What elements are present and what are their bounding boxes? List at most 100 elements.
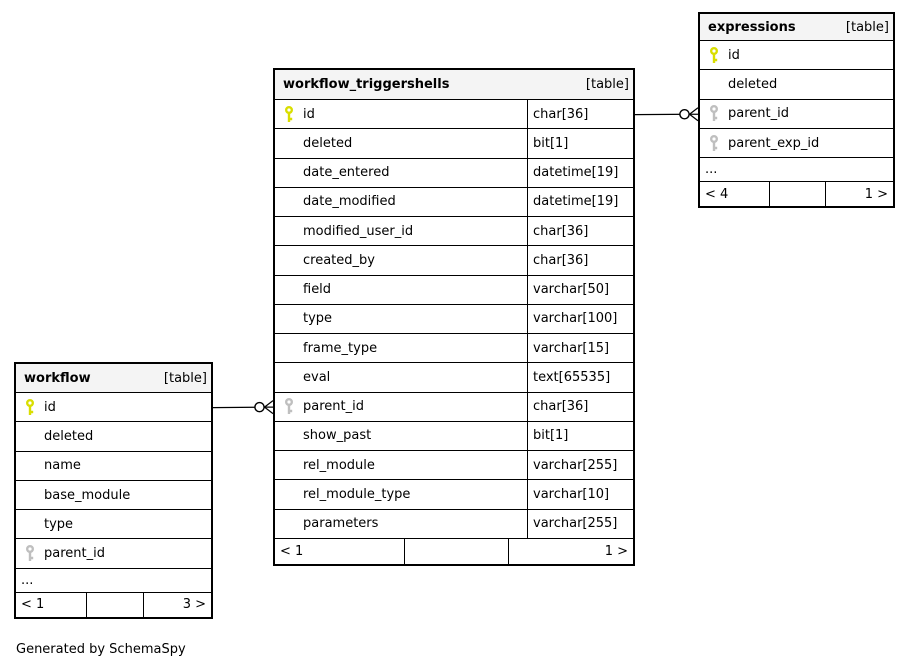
- column-name-cell: modified_user_id: [275, 217, 527, 245]
- footer-middle-cell: [86, 592, 143, 617]
- zero-circle-marker: [254, 401, 265, 413]
- column-name: date_entered: [303, 165, 390, 181]
- key-icon-slot: [709, 105, 719, 122]
- column-name-cell: parent_id: [700, 100, 893, 128]
- column-name-cell: deleted: [16, 422, 211, 450]
- column-name-cell: rel_module_type: [275, 480, 527, 508]
- relationship-workflow-id-to-workflow_triggershells-parent_id: [212, 400, 274, 415]
- column-name-cell: rel_module: [275, 451, 527, 479]
- column-type: varchar[10]: [527, 480, 633, 509]
- primary-key-icon: [285, 105, 293, 122]
- table-header: workflow[table]: [16, 364, 211, 393]
- column-type: char[36]: [527, 392, 633, 421]
- column-name: type: [44, 516, 74, 532]
- ellipsis-row: ...: [700, 158, 893, 183]
- column-name: base_module: [44, 487, 131, 503]
- key-icon-slot: [284, 105, 294, 123]
- column-type: varchar[50]: [527, 275, 633, 304]
- foreign-key-icon: [710, 105, 718, 122]
- table-title[interactable]: workflow: [24, 370, 91, 386]
- footer-next-count: 1 >: [507, 538, 633, 564]
- footer-prev-count: < 1: [21, 597, 45, 613]
- primary-key-icon: [710, 46, 718, 63]
- column-name: id: [44, 399, 56, 415]
- column-type: varchar[255]: [527, 509, 633, 538]
- column-row-id: id: [16, 393, 211, 423]
- column-name-cell: id: [275, 100, 527, 128]
- generated-by-note: Generated by SchemaSpy: [16, 642, 186, 657]
- column-type: varchar[100]: [527, 304, 633, 333]
- column-name-cell: deleted: [700, 70, 893, 98]
- column-name-cell: type: [16, 510, 211, 538]
- column-name: type: [303, 311, 333, 327]
- column-name-cell: name: [16, 452, 211, 480]
- column-row-show_past: show_past bit[1]: [275, 421, 633, 451]
- table-type-badge: [table]: [845, 19, 889, 35]
- column-type: varchar[15]: [527, 334, 633, 363]
- column-name: id: [303, 106, 315, 122]
- key-icon-slot: [25, 545, 35, 562]
- column-row-type: type varchar[100]: [275, 304, 633, 334]
- column-row-parent_id: parent_id: [16, 539, 211, 569]
- column-row-deleted: deleted: [700, 70, 893, 100]
- column-name: rel_module_type: [303, 486, 411, 502]
- column-name: deleted: [728, 76, 778, 92]
- column-type: text[65535]: [527, 363, 633, 392]
- primary-key-icon: [26, 398, 34, 415]
- table-footer: < 1 1 >: [275, 538, 633, 564]
- column-name-cell: deleted: [275, 129, 527, 157]
- column-name: parent_id: [44, 546, 105, 562]
- column-name-cell: parent_id: [275, 393, 527, 421]
- column-name: name: [44, 458, 81, 474]
- column-name-cell: show_past: [275, 422, 527, 450]
- column-name: parameters: [303, 516, 379, 532]
- footer-middle-cell: [403, 538, 508, 564]
- column-name: created_by: [303, 252, 375, 268]
- column-row-name: name: [16, 451, 211, 481]
- key-icon-slot: [709, 134, 719, 152]
- column-name-cell: base_module: [16, 481, 211, 509]
- column-name: deleted: [303, 135, 353, 151]
- table-title[interactable]: workflow_triggershells: [283, 77, 450, 92]
- column-name-cell: frame_type: [275, 334, 527, 362]
- column-row-base_module: base_module: [16, 480, 211, 511]
- column-name-cell: eval: [275, 363, 527, 391]
- column-name: id: [728, 47, 740, 63]
- column-row-deleted: deleted: [16, 422, 211, 452]
- ellipsis-label: ...: [21, 572, 34, 588]
- table-header: workflow_triggershells[table]: [275, 70, 633, 100]
- column-type: char[36]: [527, 217, 633, 246]
- column-type: datetime[19]: [527, 187, 633, 216]
- foreign-key-icon: [26, 545, 34, 562]
- table-title[interactable]: expressions: [708, 19, 796, 35]
- column-name-cell: id: [16, 393, 211, 421]
- column-row-rel_module_type: rel_module_type varchar[10]: [275, 480, 633, 510]
- column-name: show_past: [303, 428, 372, 444]
- column-name: parent_id: [728, 106, 789, 122]
- key-icon-slot: [709, 46, 719, 64]
- column-name-cell: field: [275, 276, 527, 304]
- key-icon-slot: [25, 398, 35, 416]
- column-name-cell: parent_id: [16, 539, 211, 567]
- column-name: field: [303, 282, 332, 298]
- foreign-key-icon: [710, 134, 718, 151]
- key-icon-slot: [284, 398, 294, 415]
- column-name-cell: date_entered: [275, 159, 527, 187]
- table-header: expressions [table]: [700, 14, 893, 41]
- column-name: eval: [303, 369, 331, 385]
- footer-prev-count: < 1: [280, 543, 304, 559]
- column-type: char[36]: [527, 100, 633, 129]
- column-name: modified_user_id: [303, 223, 414, 239]
- column-name-cell: date_modified: [275, 188, 527, 216]
- column-type: bit[1]: [527, 421, 633, 450]
